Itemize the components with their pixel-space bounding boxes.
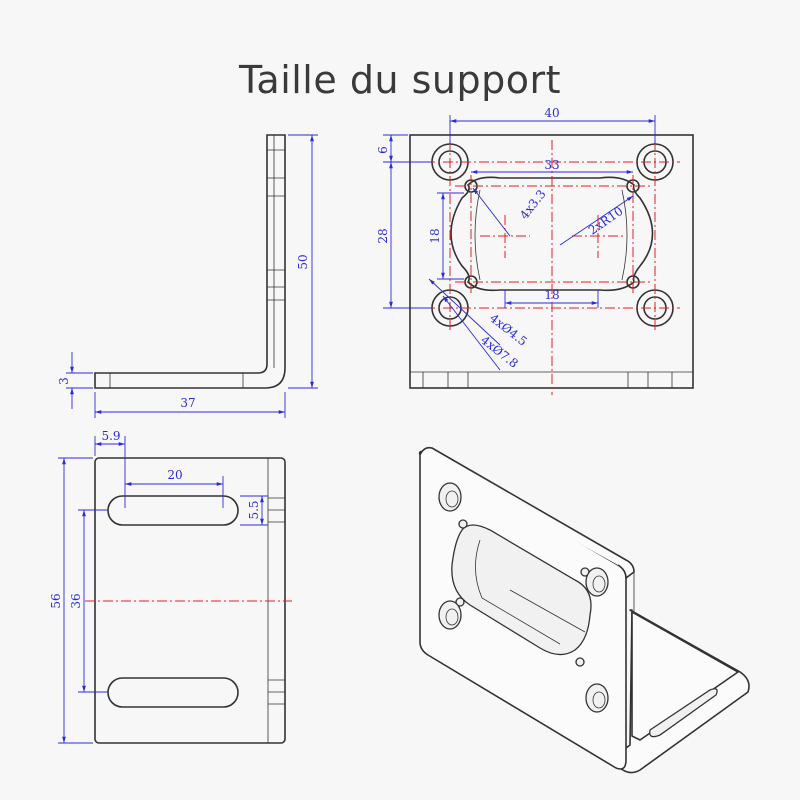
dim-side-thickness: 3 [57,377,71,385]
front-view: 40 33 6 28 18 18 4x3.3 2xR10 4xØ4.5 4xØ [376,106,694,395]
dim-bottom-slot-length: 20 [167,468,182,482]
iso-plate-edge [419,446,635,579]
front-centerlines [425,140,680,395]
iso-base-top [631,611,739,741]
iso-notch-3 [455,597,465,607]
front-bend-ticks [422,372,673,388]
iso-plate-side [625,571,635,612]
front-slot-inner-left [474,189,481,281]
iso-slot-inner [475,539,561,645]
dim-bottom-height: 56 [49,593,63,608]
bottom-slot-bottom [107,677,239,708]
dim-front-arc: 2xR10 [586,204,626,238]
front-slot-inner-right [621,189,628,281]
bottom-slot-top [107,495,239,526]
front-slot [450,176,654,292]
dim-front-hole-spacing-x: 40 [544,106,559,120]
dim-bottom-slot-spacing: 36 [69,593,83,608]
bottom-bend-ticks [268,497,285,705]
iso-notch-4 [575,657,585,667]
dim-front-slot-height: 18 [428,228,442,243]
side-view: 50 37 3 [57,134,318,418]
dim-side-width: 37 [180,396,195,410]
dim-front-hole-spacing-y: 28 [376,228,390,243]
dim-front-small-holes: 4x3.3 [517,187,549,222]
dim-bottom-slot-offset: 5.9 [101,429,120,443]
side-profile [94,134,286,389]
dim-front-slot-width: 33 [544,158,559,172]
dim-front-slot-bottom: 18 [544,288,559,302]
iso-base-slot [649,688,718,738]
page-title: Taille du support [238,58,562,102]
dim-side-height: 50 [296,254,310,269]
iso-mounting-holes [438,482,609,713]
iso-notch-1 [458,519,468,529]
bottom-view: 5.9 20 5.5 56 36 [49,429,292,744]
iso-view [418,446,750,774]
dim-bottom-slot-width: 5.5 [247,500,261,519]
side-hole-marks [109,149,285,388]
iso-plate-slot [451,524,592,656]
iso-slot-depth [509,589,586,633]
dim-front-top-offset: 6 [376,146,390,154]
